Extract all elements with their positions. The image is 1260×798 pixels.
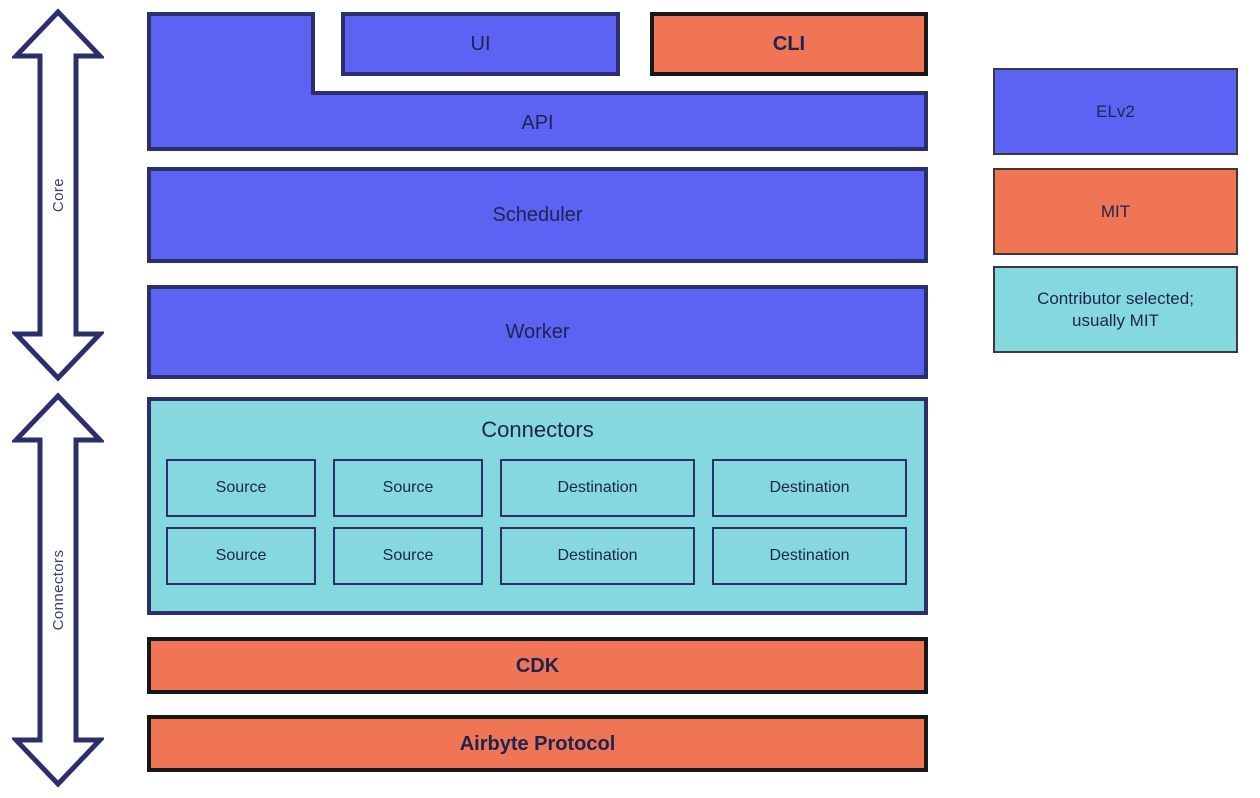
connector-label: Destination (557, 547, 638, 565)
scheduler-label: Scheduler (492, 204, 583, 226)
ui-block[interactable]: UI (341, 12, 620, 76)
legend-label: Contributor selected; usually MIT (1037, 289, 1194, 330)
legend-item-mit: MIT (993, 168, 1238, 255)
ui-label: UI (470, 33, 491, 55)
connector-label: Source (215, 479, 267, 497)
connector-label: Source (382, 547, 434, 565)
connector-label: Destination (769, 479, 850, 497)
connector-label: Destination (557, 479, 638, 497)
legend-item-contributor: Contributor selected; usually MIT (993, 266, 1238, 353)
connector-source-3[interactable]: Source (166, 527, 316, 585)
connector-source-4[interactable]: Source (333, 527, 483, 585)
api-label: API (521, 111, 554, 134)
airbyte-protocol-label: Airbyte Protocol (459, 732, 616, 755)
connector-label: Source (382, 479, 434, 497)
worker-block[interactable]: Worker (147, 285, 928, 379)
cdk-label: CDK (515, 654, 560, 677)
legend-label: MIT (1100, 201, 1131, 221)
legend-label: ELv2 (1096, 101, 1135, 121)
scheduler-block[interactable]: Scheduler (147, 167, 928, 263)
cdk-block[interactable]: CDK (147, 637, 928, 694)
group-arrow-core: Core (10, 8, 106, 382)
airbyte-protocol-block[interactable]: Airbyte Protocol (147, 715, 928, 772)
connector-label: Source (215, 547, 267, 565)
connector-source-2[interactable]: Source (333, 459, 483, 517)
legend-item-elv2: ELv2 (993, 68, 1238, 155)
connector-label: Destination (769, 547, 850, 565)
connector-destination-1[interactable]: Destination (500, 459, 695, 517)
double-arrow-icon (10, 392, 106, 788)
connector-source-1[interactable]: Source (166, 459, 316, 517)
connectors-panel-title: Connectors (481, 417, 594, 442)
connector-destination-3[interactable]: Destination (500, 527, 695, 585)
double-arrow-icon (10, 8, 106, 382)
connector-destination-4[interactable]: Destination (712, 527, 907, 585)
worker-label: Worker (505, 321, 570, 343)
group-arrow-connectors: Connectors (10, 392, 106, 788)
cli-block[interactable]: CLI (650, 12, 928, 76)
connectors-panel: Connectors Source Source Destination Des… (147, 397, 928, 615)
connector-destination-2[interactable]: Destination (712, 459, 907, 517)
cli-label: CLI (772, 33, 806, 55)
